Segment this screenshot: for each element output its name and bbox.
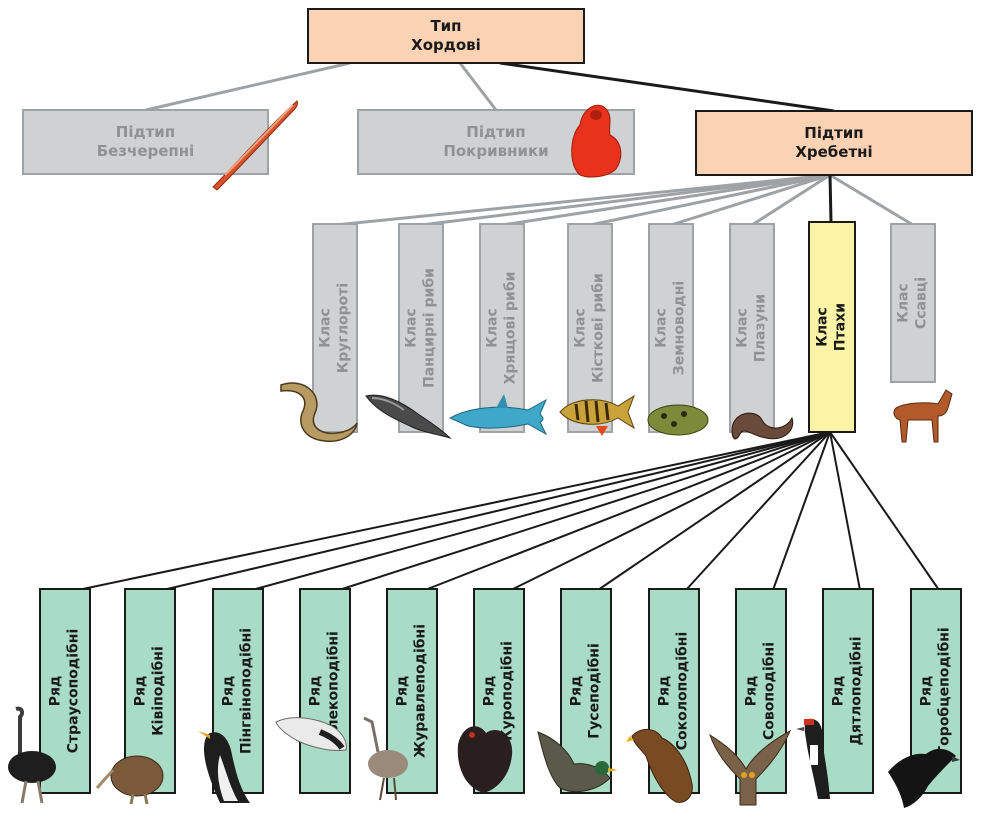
capercaillie-image: [457, 726, 513, 793]
order-name: Ківіподібні: [150, 646, 166, 736]
class-osteichthyes-box: Клас Кісткові риби: [567, 223, 613, 433]
subphylum-vertebrata-box: Підтип Хребетні: [695, 110, 973, 176]
stork-image: [275, 717, 347, 751]
order-name: Дятлоподібні: [848, 636, 864, 746]
eagle-image: [626, 729, 693, 803]
order-label: Ряд: [132, 675, 149, 707]
class-aves-box: Клас Птахи: [808, 221, 856, 433]
perch-image: [559, 394, 635, 436]
order-name: Страусоподібні: [65, 628, 81, 754]
class-name: Круглороті: [335, 282, 351, 374]
class-label: Клас: [734, 308, 751, 348]
subphylum-label: Підтип: [804, 124, 864, 143]
kiwi-image: [95, 755, 164, 805]
lancelet-image: [212, 100, 298, 191]
class-label: Клас: [317, 308, 334, 348]
owl-image: [709, 729, 791, 806]
phylum-name: Хордові: [411, 36, 481, 54]
order-piciformes-box: Ряд Дятлоподібні: [822, 588, 874, 794]
class-label: Клас: [895, 283, 912, 323]
class-name: Хрящові риби: [502, 271, 518, 385]
class-label: Клас: [484, 308, 501, 348]
tunicate-image: [571, 104, 622, 178]
order-ciconiiformes-box: Ряд Лелекоподібні: [299, 588, 351, 794]
order-name: Гусеподібні: [586, 643, 602, 739]
crane-image: [363, 716, 408, 801]
class-name: Кісткові риби: [590, 273, 606, 383]
phylum-chordata-box: Тип Хордові: [307, 8, 585, 64]
class-cyclostomata-box: Клас Круглороті: [312, 223, 358, 433]
class-label: Клас: [403, 308, 420, 348]
subphylum-name: Покривники: [443, 142, 549, 160]
horse-image: [893, 389, 953, 443]
subphylum-label: Підтип: [115, 123, 176, 142]
class-label: Клас: [572, 308, 589, 348]
subphylum-label: Підтип: [466, 123, 526, 142]
class-placodermi-box: Клас Панцирні риби: [398, 223, 444, 433]
order-name: Горобцеподібні: [936, 627, 952, 755]
class-label: Клас: [653, 308, 670, 348]
duck-image: [537, 731, 618, 793]
class-mammalia-box: Клас Ссавці: [890, 223, 936, 383]
class-name: Панцирні риби: [421, 268, 437, 388]
subphylum-cephalochordata-box: Підтип Безчерепні: [22, 109, 269, 175]
class-amphibia-box: Клас Земноводні: [648, 223, 694, 433]
class-reptilia-box: Клас Плазуни: [729, 223, 775, 433]
placoderm-image: [365, 394, 452, 440]
ostrich-image: [8, 706, 56, 804]
subphylum-name: Безчерепні: [96, 142, 195, 160]
woodpecker-image: [796, 718, 830, 799]
order-label: Ряд: [568, 675, 585, 707]
class-name: Плазуни: [752, 293, 768, 363]
snake-image: [731, 412, 794, 440]
crow-image: [888, 748, 960, 808]
phylum-label: Тип: [430, 17, 462, 36]
order-label: Ряд: [918, 675, 935, 707]
toad-image: [647, 404, 709, 436]
shark-image: [448, 394, 548, 436]
class-label: Клас: [814, 307, 831, 347]
lamprey-image: [280, 382, 358, 443]
class-name: Птахи: [832, 302, 848, 352]
subphylum-name: Хребетні: [795, 143, 873, 161]
class-name: Земноводні: [671, 280, 687, 376]
class-name: Ссавці: [913, 276, 929, 330]
penguin-image: [198, 731, 250, 803]
